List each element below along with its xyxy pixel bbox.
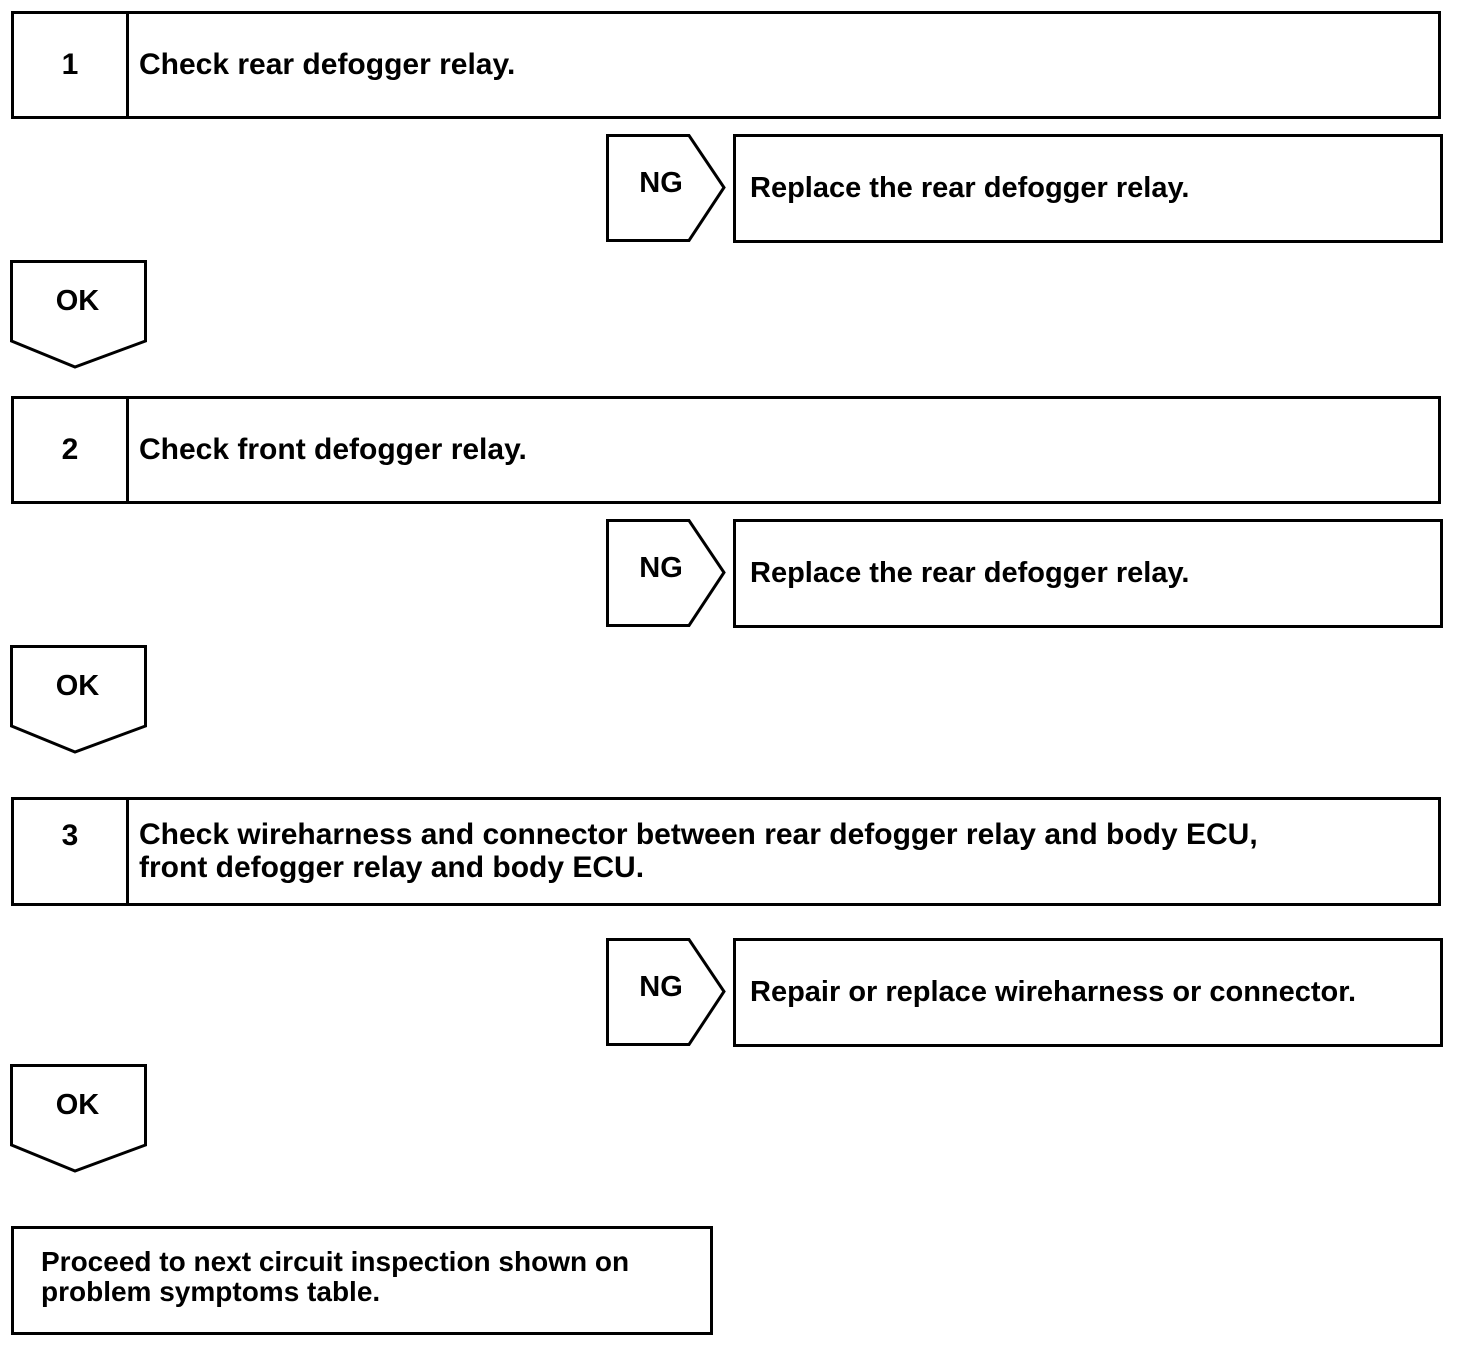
step-3-text-line-2: front defogger relay and body ECU. [139, 851, 645, 884]
ng-arrow-shape [606, 938, 726, 1046]
ok-arrow-shape [10, 260, 147, 369]
step-3-ng-action-box: Repair or replace wireharness or connect… [733, 938, 1443, 1047]
step-3-ok-label: OK [55, 1089, 100, 1121]
final-instruction-box: Proceed to next circuit inspection shown… [11, 1226, 713, 1335]
ok-arrow-shape [10, 1064, 147, 1173]
step-1-ng-action-text: Replace the rear defogger relay. [750, 172, 1190, 204]
step-3-ng-action-text: Repair or replace wireharness or connect… [750, 976, 1357, 1008]
step-2-ok-label: OK [55, 670, 100, 702]
step-2-ng-label: NG [639, 552, 683, 584]
step-3-text: Check wireharness and connector between … [139, 818, 1424, 884]
ng-arrow-shape [606, 519, 726, 627]
step-1-ng-action-box: Replace the rear defogger relay. [733, 134, 1443, 243]
step-2-ok-tag: OK [10, 645, 148, 755]
step-3-ng-label: NG [639, 971, 683, 1003]
final-instruction-text: Proceed to next circuit inspection shown… [41, 1247, 701, 1307]
step-2-ng-tag: NG [606, 519, 728, 629]
step-3-ok-tag: OK [10, 1064, 148, 1174]
step-2-text: Check front defogger relay. [139, 433, 527, 466]
step-1-ng-tag: NG [606, 134, 728, 244]
step-3-box: 3 Check wireharness and connector betwee… [11, 797, 1441, 906]
step-1-ok-tag: OK [10, 260, 148, 370]
step-1-ng-label: NG [639, 167, 683, 199]
step-3-number: 3 [14, 800, 129, 903]
step-3-ng-tag: NG [606, 938, 728, 1048]
step-2-ng-action-box: Replace the rear defogger relay. [733, 519, 1443, 628]
step-1-box: 1 Check rear defogger relay. [11, 11, 1441, 119]
step-2-ng-action-text: Replace the rear defogger relay. [750, 557, 1190, 589]
step-1-ok-label: OK [55, 285, 100, 317]
final-line-1: Proceed to next circuit inspection shown… [41, 1246, 630, 1277]
final-line-2: problem symptoms table. [41, 1276, 381, 1307]
step-1-number: 1 [14, 14, 129, 116]
step-2-box: 2 Check front defogger relay. [11, 396, 1441, 504]
step-3-text-line-1: Check wireharness and connector between … [139, 818, 1258, 851]
step-1-text: Check rear defogger relay. [139, 48, 516, 81]
ok-arrow-shape [10, 645, 147, 754]
ng-arrow-shape [606, 134, 726, 242]
step-2-number: 2 [14, 399, 129, 501]
